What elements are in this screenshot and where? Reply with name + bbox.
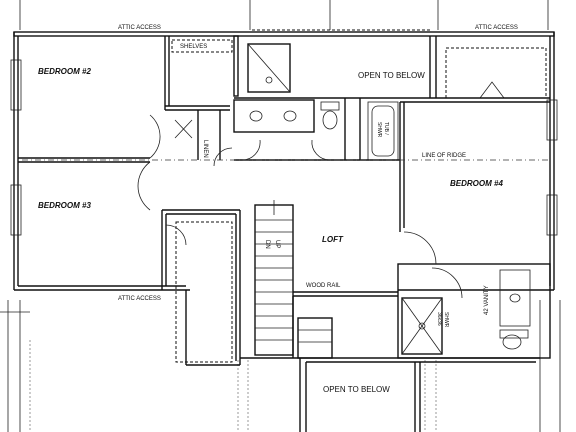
- attic-access-label-bottom: ATTIC ACCESS: [118, 296, 161, 302]
- linen-closet: [174, 110, 233, 167]
- bedroom3-walls: [137, 161, 241, 366]
- tub-shower-label-line1: SHWR: [376, 122, 382, 138]
- roof-edges: [0, 0, 561, 432]
- open-below-top-label: OPEN TO BELOW: [358, 71, 425, 80]
- open-below-bottom-label: OPEN TO BELOW: [323, 385, 390, 394]
- bottom-open-walls: [240, 357, 540, 432]
- stair-dn-label: DN: [264, 240, 270, 249]
- shelves-label: SHELVES: [180, 44, 207, 50]
- bath-center: [233, 97, 400, 161]
- shower-label-line2: 36x36: [436, 312, 442, 326]
- attic-access-label-top-left: ATTIC ACCESS: [118, 25, 161, 31]
- bath-lower-right: [397, 231, 551, 359]
- bedroom4-label: BEDROOM #4: [450, 179, 503, 188]
- linen-label: LINEN: [202, 140, 208, 158]
- wood-rail: [292, 291, 398, 358]
- top-center-shower: [233, 29, 437, 98]
- stair-up-label: UP: [274, 240, 280, 248]
- loft-label: LOFT: [322, 235, 344, 244]
- bedroom2-label: BEDROOM #2: [38, 67, 91, 76]
- bedroom3-label: BEDROOM #3: [38, 201, 91, 210]
- line-of-ridge-label: LINE OF RIDGE: [422, 153, 466, 159]
- tub-shower-label-line2: TUB /: [383, 122, 389, 135]
- bedroom4-closet: [399, 47, 550, 232]
- vanity-label: 42 VANITY: [484, 285, 490, 315]
- exterior-walls: [10, 31, 558, 291]
- room-labels: ATTIC ACCESS ATTIC ACCESS ATTIC ACCESS S…: [38, 25, 518, 394]
- wood-rail-label: WOOD RAIL: [306, 283, 341, 289]
- attic-access-label-top-right: ATTIC ACCESS: [475, 25, 518, 31]
- bedroom2-walls: [18, 36, 233, 163]
- shower-label-line1: SHWR: [443, 312, 449, 328]
